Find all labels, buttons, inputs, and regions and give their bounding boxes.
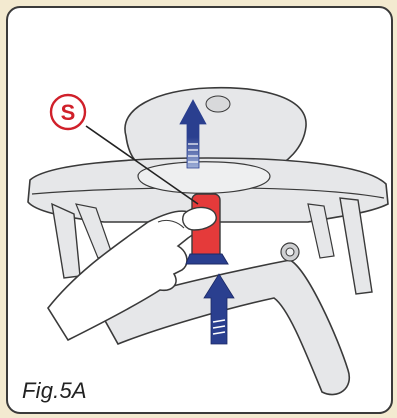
callout-circle-icon: S [51,95,85,129]
figure-panel: S Fig.5A [6,6,393,414]
seat-illustration: S [8,8,391,412]
callout-letter: S [61,100,76,125]
figure-caption: Fig.5A [22,378,87,404]
right-strut [340,198,372,294]
